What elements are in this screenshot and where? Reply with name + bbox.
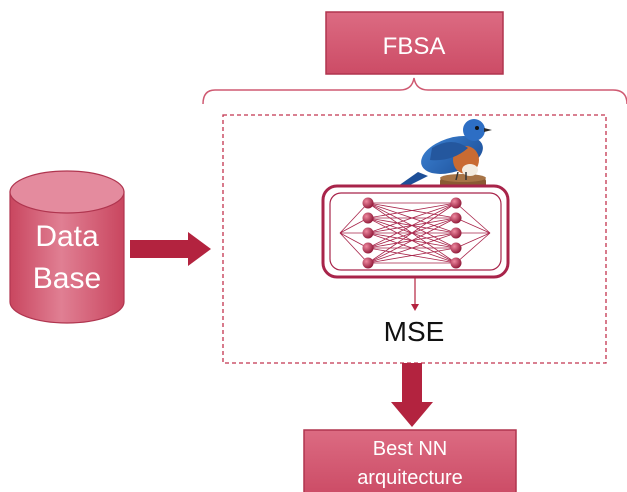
best-nn-line1: Best NN xyxy=(373,438,447,460)
network-edge xyxy=(455,232,491,249)
arrow-database-to-fbsa xyxy=(130,232,211,266)
database-label-line1: Data xyxy=(35,220,99,253)
network-node xyxy=(362,227,374,239)
arrow-network-to-mse xyxy=(411,277,419,311)
network-node xyxy=(362,257,374,269)
neural-network-icon xyxy=(321,184,510,279)
network-node xyxy=(450,197,462,209)
network-edge xyxy=(367,202,457,234)
fbsa-box: FBSA xyxy=(325,11,504,75)
fbsa-label: FBSA xyxy=(383,33,446,60)
mse-label: MSE xyxy=(384,316,445,347)
network-edge xyxy=(339,232,369,264)
network-edge xyxy=(367,247,457,264)
bird-icon xyxy=(398,119,492,192)
arrow-to-best-nn xyxy=(391,363,433,427)
network-node xyxy=(450,227,462,239)
network-edge xyxy=(455,232,491,264)
network-node xyxy=(362,197,374,209)
best-nn-box: Best NN arquitecture xyxy=(303,429,517,492)
network-edge xyxy=(367,232,457,264)
network-node xyxy=(450,242,462,254)
network-node xyxy=(362,212,374,224)
network-node xyxy=(362,242,374,254)
network-edge xyxy=(455,202,491,234)
curly-brace xyxy=(202,77,627,105)
network-edge xyxy=(367,202,457,249)
network-node xyxy=(450,212,462,224)
network-edge xyxy=(367,202,457,219)
network-edge xyxy=(339,202,369,234)
network-edge xyxy=(455,217,491,234)
network-edge xyxy=(367,217,457,264)
network-edge xyxy=(367,202,457,264)
database-cylinder-icon: Data Base xyxy=(9,170,125,324)
database-label-line2: Base xyxy=(33,262,101,295)
network-node xyxy=(450,257,462,269)
best-nn-line2: arquitecture xyxy=(357,467,463,489)
